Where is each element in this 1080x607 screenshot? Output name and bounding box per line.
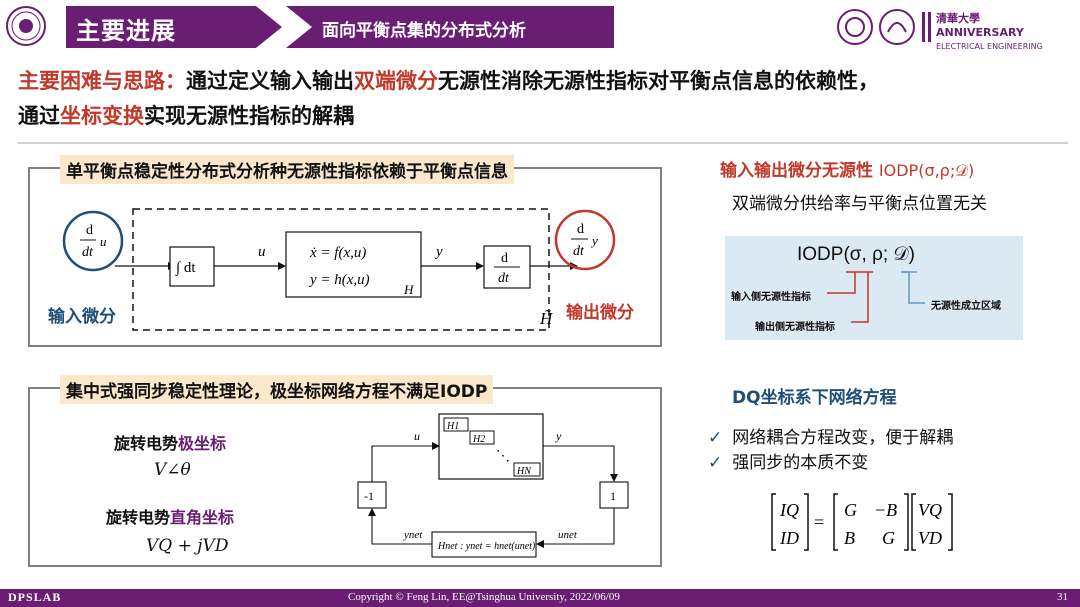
iodp-abbr: IODP(σ,ρ;𝒟): [878, 161, 975, 180]
header: 主要进展 面向平衡点集的分布式分析 清華大學 ANNIVERSARY ELECT…: [0, 0, 1080, 52]
anniversary-mark-icon: [922, 12, 931, 42]
divider: [18, 142, 1068, 144]
anniversary-line1: 清華大學: [936, 12, 980, 25]
lhs-id: ID: [779, 528, 799, 548]
iodp-annotation-lines: [827, 271, 925, 323]
panel-single-equilibrium: 单平衡点稳定性分布式分析种无源性指标依赖于平衡点信息: [28, 155, 662, 347]
chevron-right-icon: [256, 6, 312, 48]
tsinghua-seal-logo: [6, 6, 46, 46]
title-bar: 主要进展 面向平衡点集的分布式分析: [66, 6, 614, 48]
anniversary-text: 清華大學 ANNIVERSARY ELECTRICAL ENGINEERING: [936, 12, 1043, 54]
equals-sign: =: [814, 512, 824, 532]
m-b: B: [844, 528, 855, 548]
panel-centralized-sync: 集中式强同步稳定性理论，极坐标网络方程不满足IODP: [28, 375, 662, 567]
lhs-iq: IQ: [779, 500, 799, 520]
footer: DPSLAB Copyright © Feng Lin, EE@Tsinghua…: [0, 589, 1080, 607]
main-title: 主要进展: [76, 17, 176, 45]
seal-logo-2: [879, 9, 915, 45]
iodp-title: 输入输出微分无源性 IODP(σ,ρ;𝒟): [720, 156, 974, 181]
lab-name: DPSLAB: [8, 590, 62, 604]
check-item-text: 网络耦合方程改变，便于解耦: [732, 428, 954, 448]
polar-expression: V∠θ: [154, 460, 191, 480]
label-input-index: 输入侧无源性指标: [731, 292, 811, 303]
label-output-index: 输出侧无源性指标: [755, 322, 835, 333]
m-g1: G: [844, 500, 857, 520]
iodp-description: 双端微分供给率与平衡点位置无关: [732, 194, 987, 214]
key-statement: 主要困难与思路：通过定义输入输出双端微分无源性消除无源性指标对平衡点信息的依赖性…: [18, 64, 1068, 134]
dq-matrix-equation: IQ ID = G −B B G VQ VD: [771, 493, 953, 551]
rhs-vd: VD: [918, 528, 942, 548]
statement-part: 通过: [18, 104, 60, 128]
check-item: ✓ 网络耦合方程改变，便于解耦: [708, 423, 953, 448]
input-derivative-label: 输入微分: [48, 307, 116, 327]
iodp-formula: IODP(σ, ρ; 𝒟): [797, 244, 915, 265]
polar-title-text: 旋转电势: [114, 434, 179, 453]
label-region: 无源性成立区域: [931, 301, 1001, 312]
statement-highlight: 坐标变换: [60, 104, 144, 128]
panel-label: 集中式强同步稳定性理论，极坐标网络方程不满足IODP: [60, 375, 494, 404]
iodp-definition-box: IODP(σ, ρ; 𝒟) 输入侧无源性指标 输出侧无源性指标 无源性成立区域: [725, 236, 1023, 340]
check-item: ✓ 强同步的本质不变: [708, 448, 868, 473]
anniversary-line2: ANNIVERSARY: [936, 26, 1024, 39]
page-number: 31: [1057, 591, 1068, 603]
statement-part: 通过定义输入输出: [186, 69, 354, 93]
m-g2: G: [882, 528, 895, 548]
dq-title: DQ坐标系下网络方程: [732, 388, 897, 408]
iodp-title-text: 输入输出微分无源性: [720, 161, 873, 181]
rect-title-text: 旋转电势: [106, 508, 171, 527]
rect-title-highlight: 直角坐标: [170, 508, 235, 527]
check-icon: ✓: [708, 453, 723, 473]
section-title: 面向平衡点集的分布式分析: [322, 21, 526, 41]
panel-label: 单平衡点稳定性分布式分析种无源性指标依赖于平衡点信息: [60, 155, 514, 184]
statement-lead: 主要困难与思路：: [18, 69, 186, 93]
anniversary-small: ELECTRICAL ENGINEERING: [936, 42, 1043, 51]
output-derivative-label: 输出微分: [566, 303, 634, 323]
rect-expression: VQ + jVD: [146, 536, 229, 556]
statement-highlight: 双端微分: [354, 69, 438, 93]
rect-coord-title: 旋转电势直角坐标: [106, 504, 234, 528]
copyright: Copyright © Feng Lin, EE@Tsinghua Univer…: [348, 591, 620, 603]
statement-part: 无源性消除无源性指标对平衡点信息的依赖性，: [438, 69, 879, 93]
polar-title-highlight: 极坐标: [178, 434, 227, 453]
check-icon: ✓: [708, 428, 723, 448]
rhs-vq: VQ: [918, 500, 942, 520]
statement-part: 实现无源性指标的解耦: [144, 104, 354, 128]
seal-logo-1: [837, 9, 873, 45]
m-negb: −B: [874, 500, 897, 520]
partner-logos: 清華大學 ANNIVERSARY ELECTRICAL ENGINEERING: [836, 6, 1072, 51]
check-item-text: 强同步的本质不变: [732, 453, 869, 473]
polar-coord-title: 旋转电势极坐标: [114, 430, 226, 454]
